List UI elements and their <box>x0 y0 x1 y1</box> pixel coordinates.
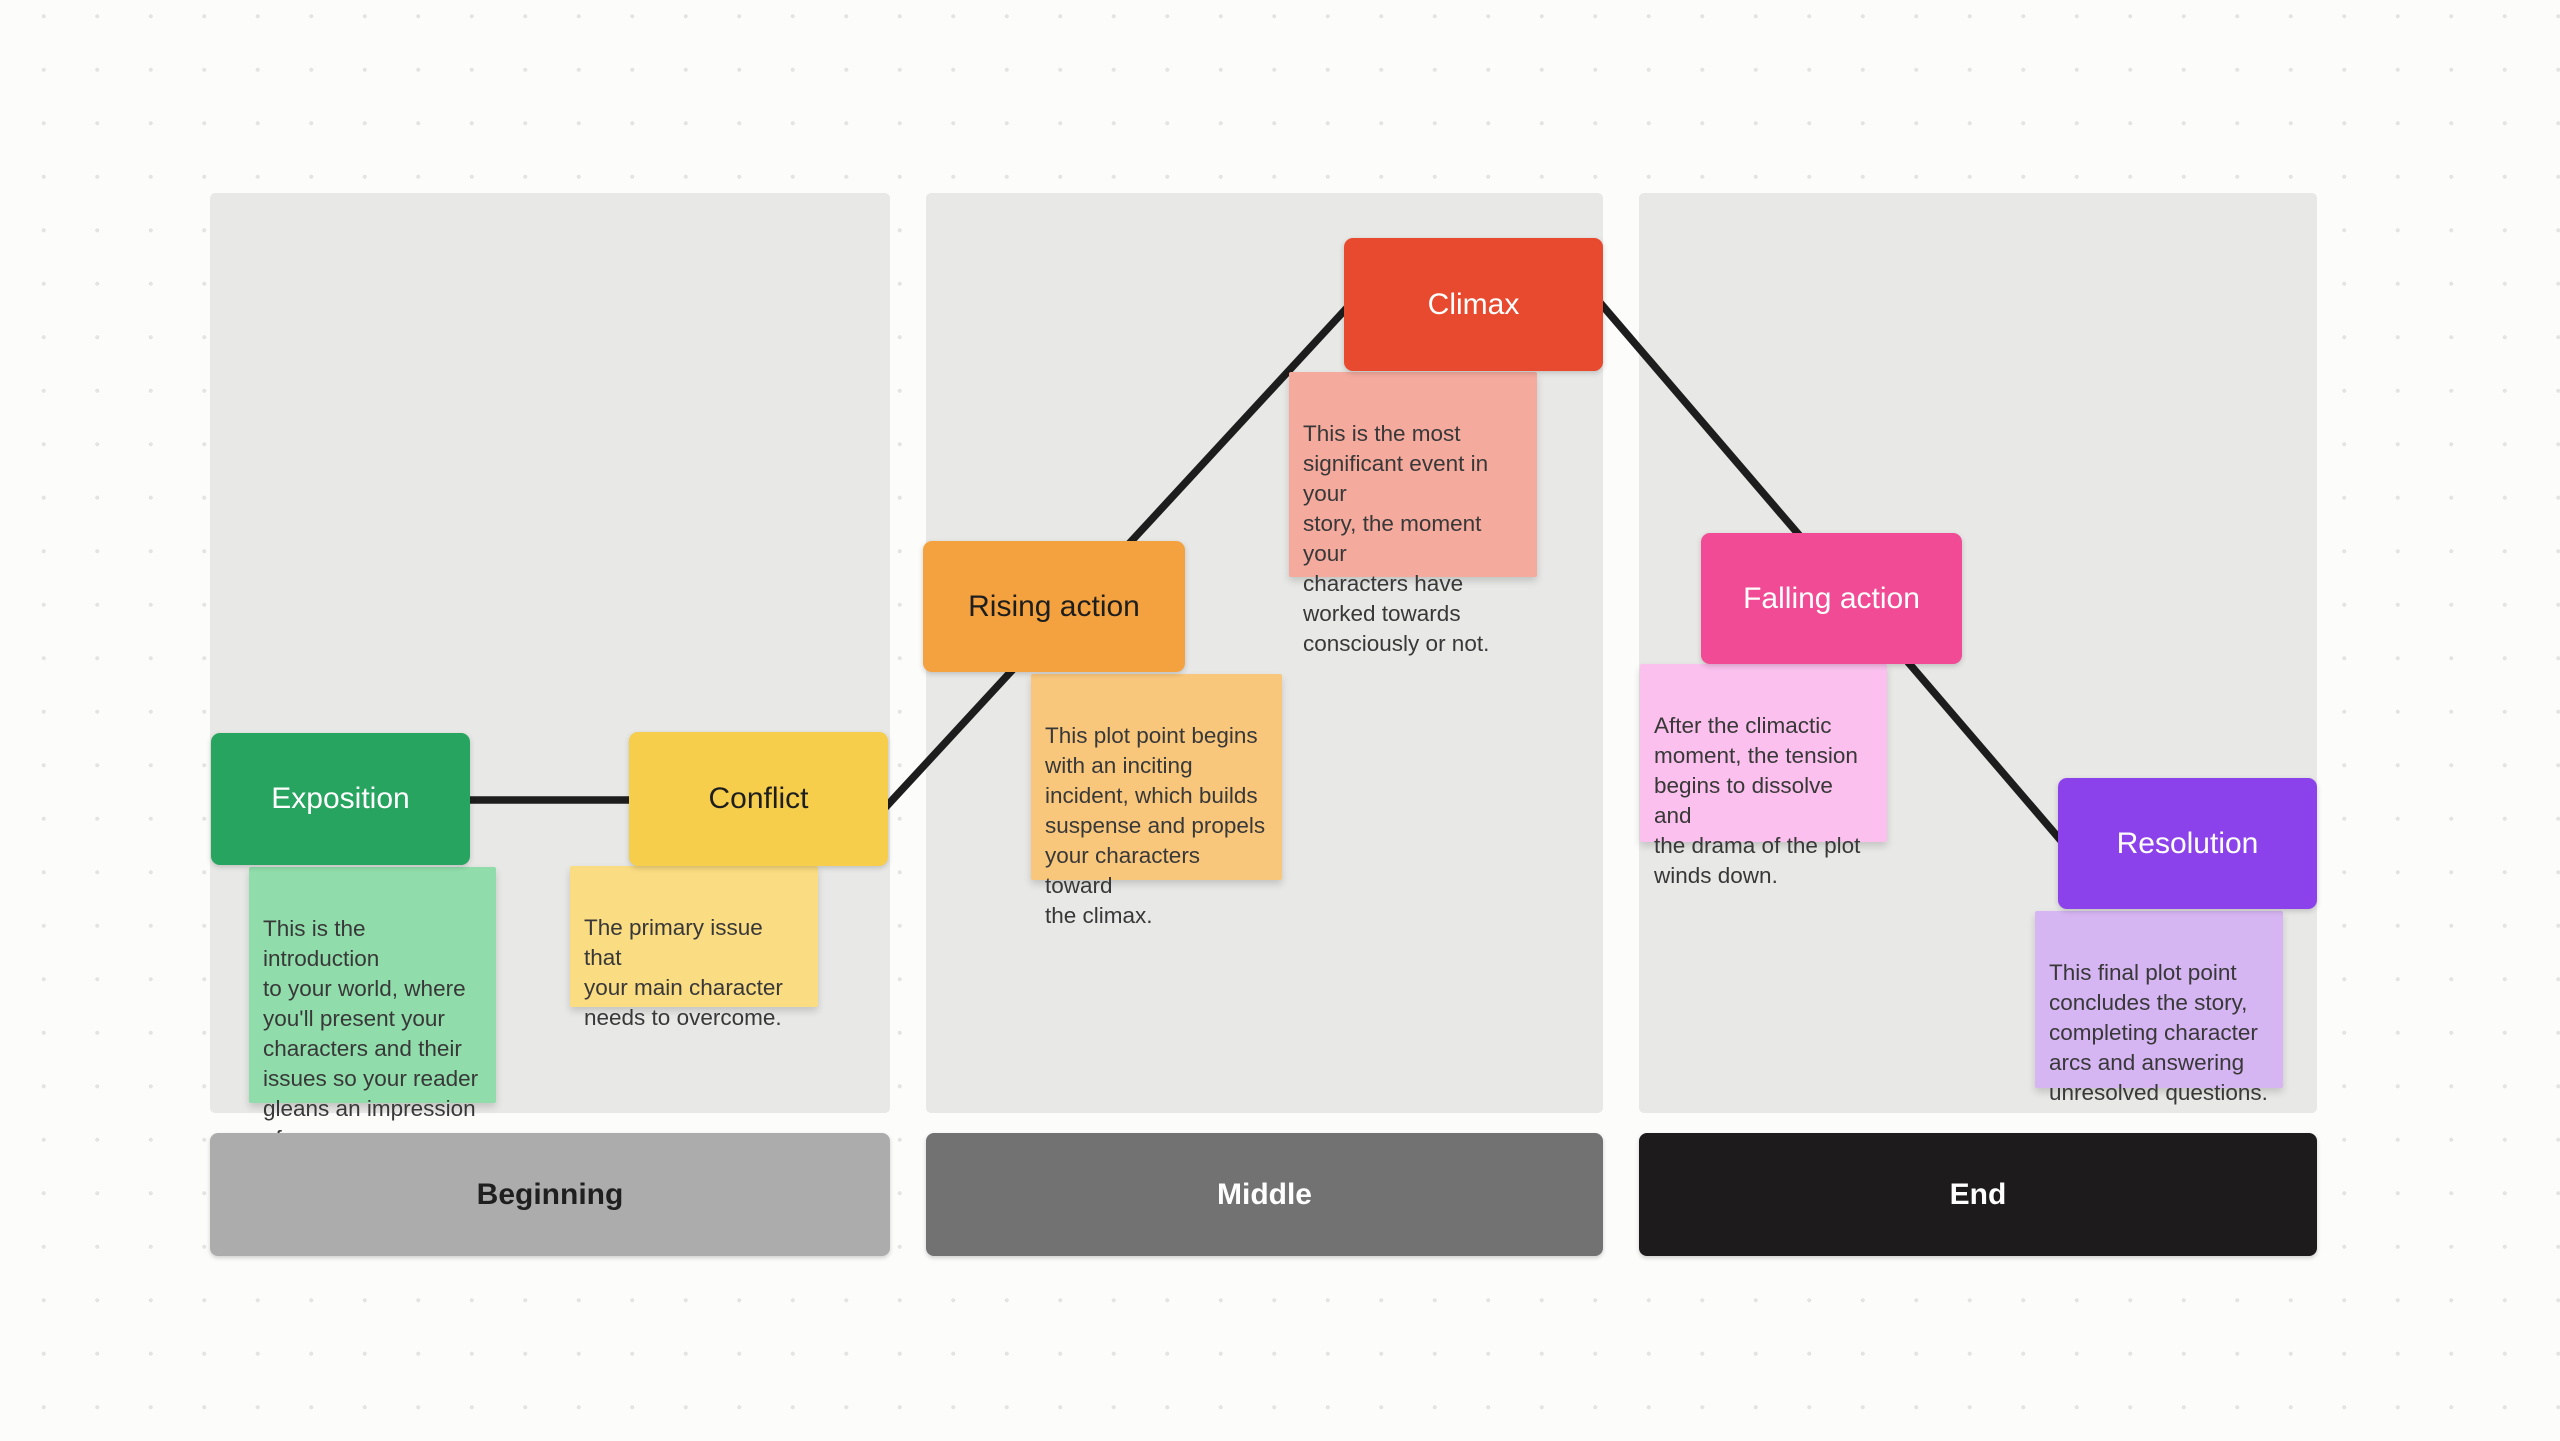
sticky-note-conflict[interactable]: The primary issue that your main charact… <box>570 866 818 1030</box>
sticky-note-text: The primary issue that your main charact… <box>584 915 783 1030</box>
sticky-note-text: This plot point begins with an inciting … <box>1045 723 1266 928</box>
plot-point-label: Climax <box>1427 287 1520 321</box>
sticky-note-climax[interactable]: This is the most significant event in yo… <box>1289 372 1537 656</box>
plot-point-label: Exposition <box>271 782 410 815</box>
sticky-note-resolution[interactable]: This final plot point concludes the stor… <box>2035 911 2283 1105</box>
plot-point-box-exposition[interactable]: Exposition <box>211 733 470 865</box>
plot-point-box-conflict[interactable]: Conflict <box>629 732 888 866</box>
section-bar-beginning[interactable]: Beginning <box>210 1133 890 1256</box>
sticky-note-exposition[interactable]: This is the introduction to your world, … <box>249 867 496 1181</box>
plot-point-label: Rising action <box>968 589 1140 623</box>
section-bar-label: End <box>1949 1177 2007 1211</box>
plot-point-box-climax[interactable]: Climax <box>1344 238 1603 371</box>
sticky-note-text: This final plot point concludes the stor… <box>2049 960 2268 1105</box>
plot-point-box-falling-action[interactable]: Falling action <box>1701 533 1962 664</box>
plot-point-box-resolution[interactable]: Resolution <box>2058 778 2317 909</box>
sticky-note-text: After the climactic moment, the tension … <box>1654 713 1861 888</box>
section-bar-middle[interactable]: Middle <box>926 1133 1603 1256</box>
section-bar-label: Beginning <box>476 1177 624 1211</box>
sticky-note-rising-action[interactable]: This plot point begins with an inciting … <box>1031 674 1282 928</box>
sticky-note-falling-action[interactable]: After the climactic moment, the tension … <box>1640 664 1887 888</box>
section-bar-end[interactable]: End <box>1639 1133 2317 1256</box>
plot-point-box-rising-action[interactable]: Rising action <box>923 541 1185 672</box>
plot-point-label: Resolution <box>2116 826 2259 860</box>
connector-line-conflict-climax[interactable] <box>880 268 1384 813</box>
plot-point-label: Falling action <box>1743 581 1920 615</box>
plot-point-label: Conflict <box>708 782 809 815</box>
section-bar-label: Middle <box>1217 1177 1312 1211</box>
sticky-note-text: This is the most significant event in yo… <box>1303 421 1490 656</box>
